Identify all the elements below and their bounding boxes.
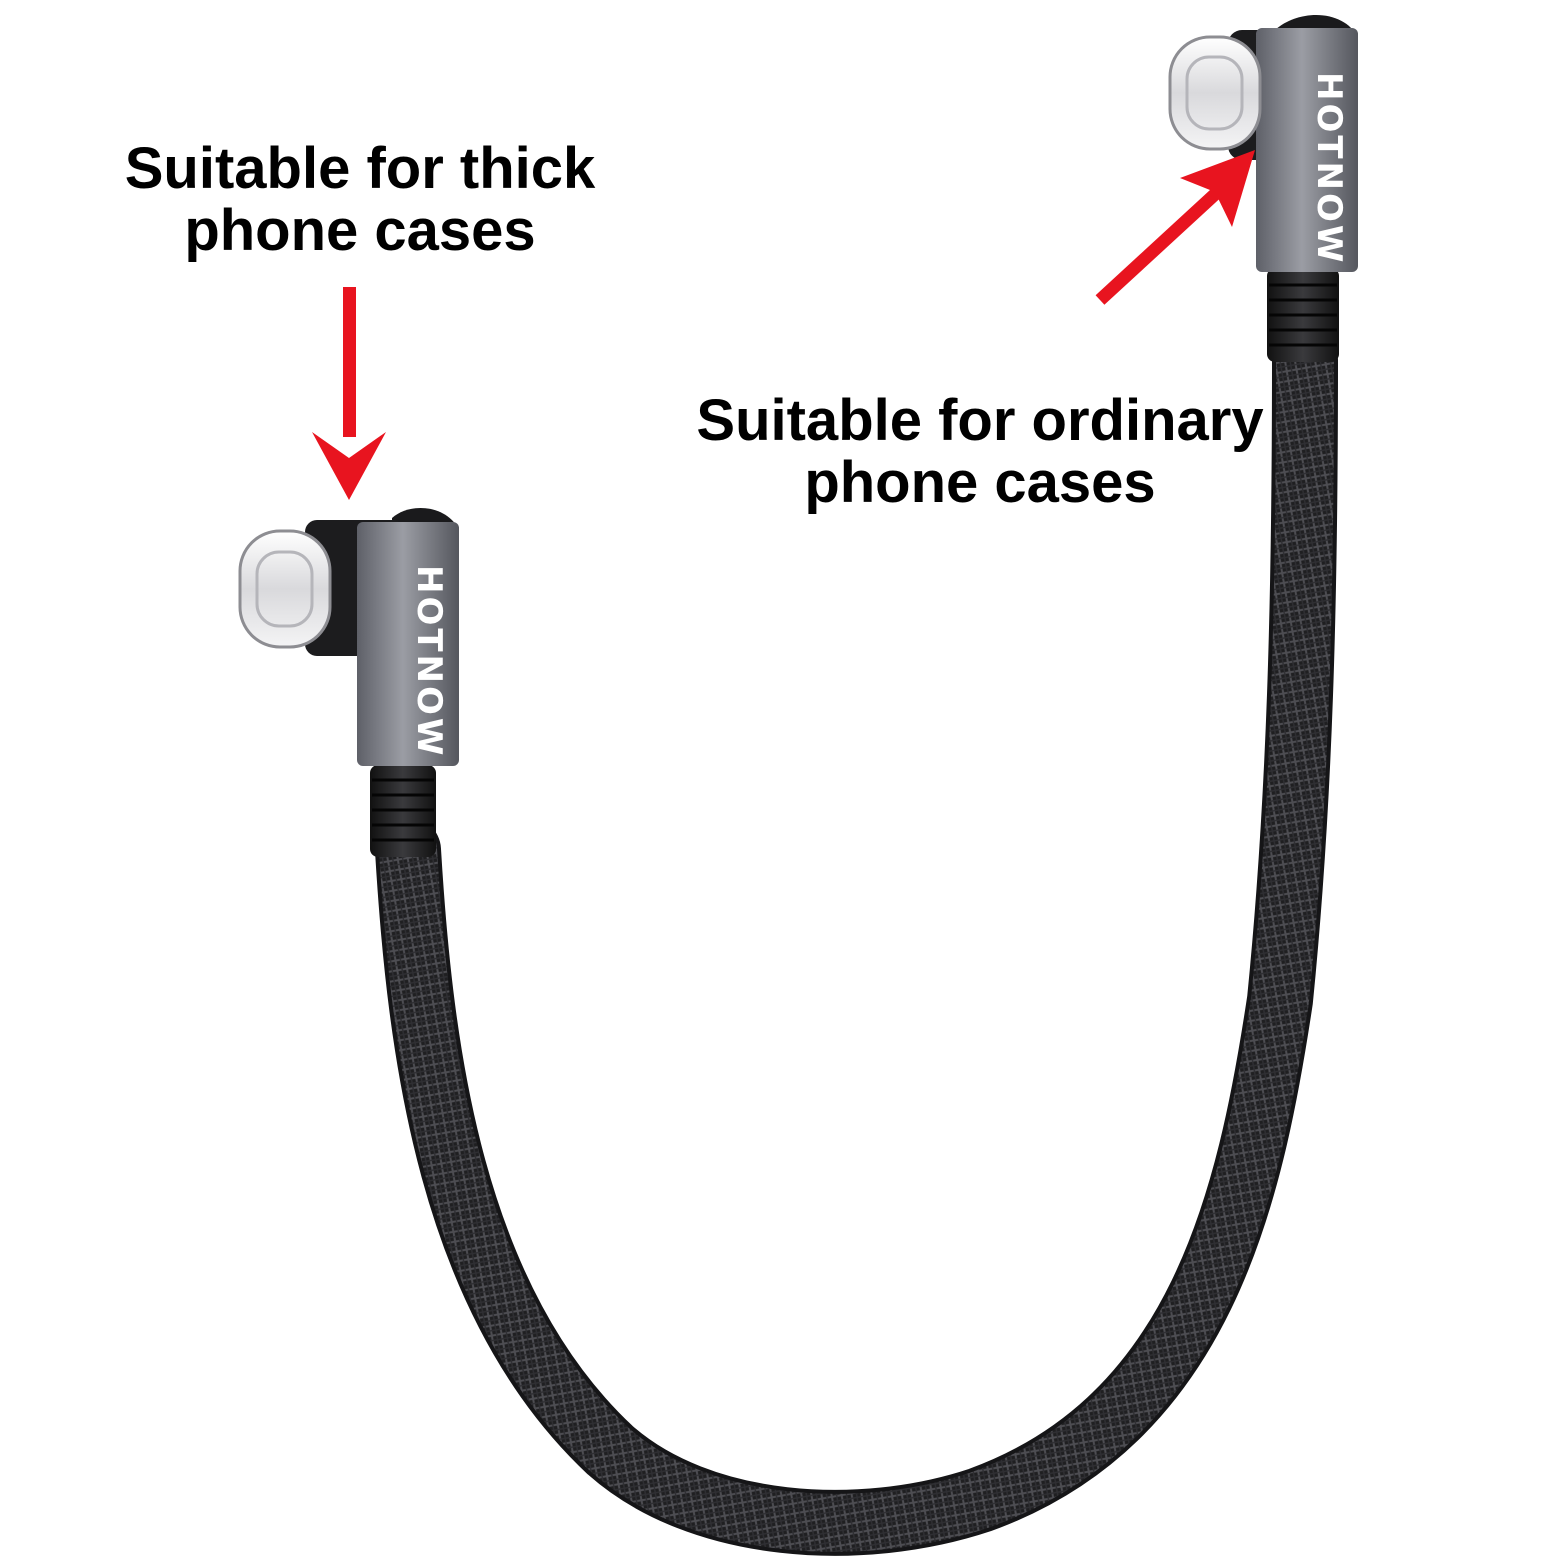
caption-thick-phone-cases: Suitable for thick phone cases xyxy=(110,138,610,262)
left-usb-c-connector: HOTNOW xyxy=(238,507,459,857)
right-usb-c-connector: HOTNOW xyxy=(1168,15,1358,362)
left-usb-c-plug xyxy=(238,529,332,649)
caption-thick-line1: Suitable for thick xyxy=(124,136,596,201)
right-connector-shell xyxy=(1256,28,1358,272)
caption-thick-line2: phone cases xyxy=(184,198,536,263)
arrow-down-icon xyxy=(312,287,386,500)
caption-ordinary-line2: phone cases xyxy=(804,450,1156,515)
arrow-diagonal-icon xyxy=(1095,150,1255,305)
braided-cable xyxy=(375,327,1338,1556)
left-brand-text: HOTNOW xyxy=(409,565,449,758)
left-connector-shell xyxy=(357,522,459,766)
right-usb-c-plug xyxy=(1168,35,1262,151)
caption-ordinary-line1: Suitable for ordinary xyxy=(696,388,1264,453)
right-brand-text: HOTNOW xyxy=(1309,72,1349,265)
caption-ordinary-phone-cases: Suitable for ordinary phone cases xyxy=(680,390,1280,514)
